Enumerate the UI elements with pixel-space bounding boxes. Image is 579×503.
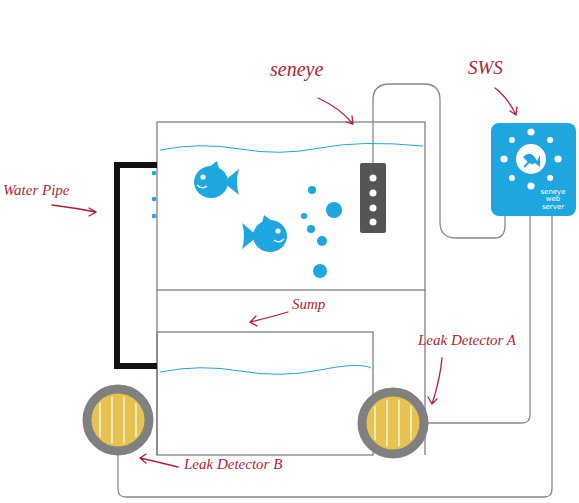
leak-detector <box>362 392 424 454</box>
callout-label: seneye <box>270 58 323 80</box>
server-box: seneye web server <box>491 123 576 216</box>
sensor-cable <box>373 84 505 238</box>
bubbles <box>301 186 342 278</box>
leak-detector <box>87 389 149 451</box>
water-drops <box>152 171 157 219</box>
callout-label: SWS <box>468 58 503 79</box>
callout-label: Leak Detector B <box>184 456 282 473</box>
seneye-device <box>360 163 386 233</box>
water-line <box>160 143 423 152</box>
detector-b-cable <box>118 206 552 497</box>
callout-label: Sump <box>292 296 325 313</box>
cabinet-wall <box>157 290 425 455</box>
fish <box>242 215 287 252</box>
callout-label: Water Pipe <box>3 182 70 199</box>
callout-label: Leak Detector A <box>418 332 516 349</box>
detector-a-cable <box>428 206 530 423</box>
leak-detectors <box>87 389 424 454</box>
sump-tank <box>157 332 373 455</box>
device-lights <box>370 175 377 226</box>
water-pipe <box>117 165 157 366</box>
fish-group <box>194 161 287 252</box>
callout-arrows <box>52 88 517 467</box>
fish <box>194 161 239 198</box>
water-line <box>160 365 371 374</box>
aquarium-tank <box>157 122 425 290</box>
device-name: seneye web server <box>538 189 568 211</box>
